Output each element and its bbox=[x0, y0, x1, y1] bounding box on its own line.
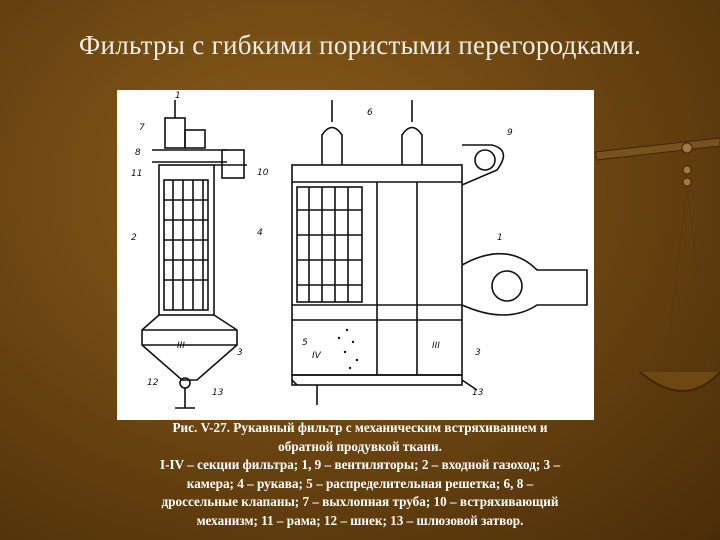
caption-prefix: I-IV bbox=[159, 457, 184, 473]
diagram-label: 13 bbox=[472, 388, 484, 398]
diagram-label: 7 bbox=[139, 123, 145, 133]
diagram-label: 11 bbox=[131, 169, 142, 179]
diagram-label: 3 bbox=[475, 348, 481, 358]
diagram-label: 4 bbox=[257, 228, 263, 238]
diagram-label: 8 bbox=[135, 148, 141, 158]
diagram-label: III bbox=[432, 341, 440, 351]
diagram-label: 10 bbox=[257, 168, 269, 178]
caption-text: – секции фильтра; 1, 9 – вентиляторы; 2 … bbox=[183, 457, 561, 473]
diagram-label: 1 bbox=[497, 233, 503, 243]
caption-line: камера; 4 – рукава; 5 – распределительна… bbox=[186, 475, 534, 491]
diagram-label: 12 bbox=[147, 378, 159, 388]
diagram-label: 1 bbox=[175, 91, 181, 101]
diagram-label: IV bbox=[312, 351, 322, 361]
diagram-label: 13 bbox=[212, 388, 224, 398]
diagram-label: 6 bbox=[367, 108, 373, 118]
slide-title: Фильтры с гибкими пористыми перегородкам… bbox=[78, 30, 642, 60]
diagram-label: 9 bbox=[507, 128, 513, 138]
baghouse-drawing: 1 7 8 11 2 4 III 3 12 13 6 9 10 5 IV 1 3… bbox=[131, 91, 588, 409]
caption-line: I-IV – секции фильтра; 1, 9 – вентилятор… bbox=[110, 456, 610, 475]
caption-line: механизм; 11 – рама; 12 – шнек; 13 – шлю… bbox=[196, 512, 524, 528]
caption-line: обратной продувкой ткани. bbox=[278, 438, 442, 454]
diagram-label: III bbox=[177, 341, 185, 351]
figure-caption: Рис. V-27. Рукавный фильтр с механически… bbox=[110, 419, 610, 531]
diagram-label: 3 bbox=[237, 348, 243, 358]
filter-diagram: 1 7 8 11 2 4 III 3 12 13 6 9 10 5 IV 1 3… bbox=[117, 90, 594, 420]
scales-icon bbox=[594, 137, 720, 392]
diagram-label: 5 bbox=[302, 338, 308, 348]
diagram-label: 2 bbox=[131, 233, 137, 243]
caption-line: дроссельные клапаны; 7 – выхлопная труба… bbox=[161, 494, 559, 510]
caption-line: Рис. V-27. Рукавный фильтр с механически… bbox=[172, 420, 548, 435]
